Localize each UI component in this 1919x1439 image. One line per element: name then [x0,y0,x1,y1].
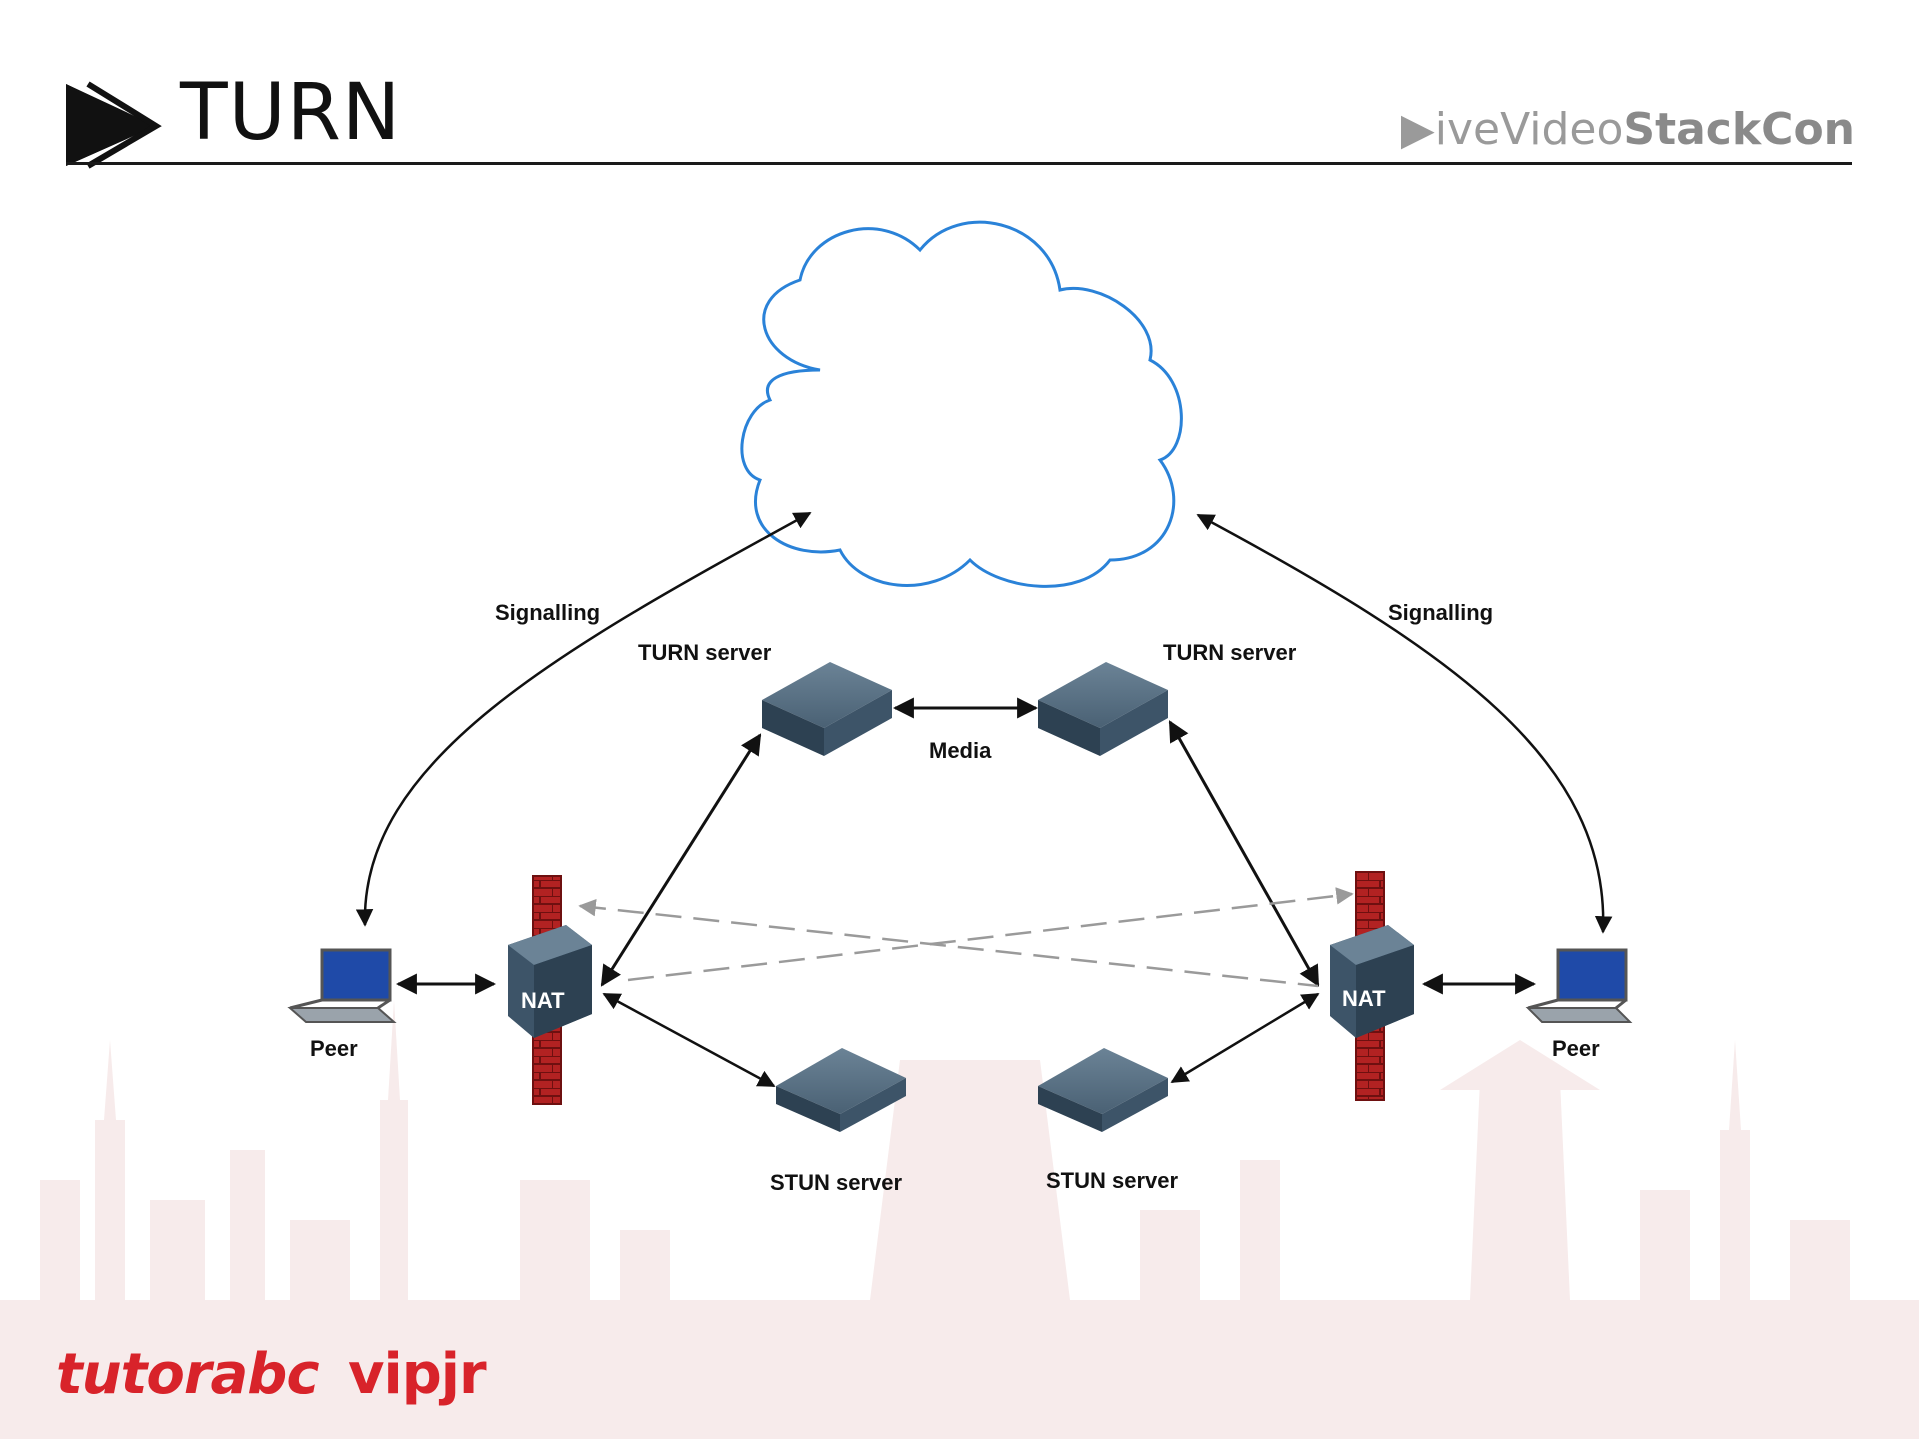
stun-server-right-icon [1038,1048,1168,1132]
peer-right-laptop-icon [1525,948,1633,1023]
peer-right-label: Peer [1552,1036,1600,1061]
nat-right-device: NAT [1330,925,1414,1038]
brand-prefix: iveVideo [1434,104,1624,155]
signalling-left-label: Signalling [495,600,600,625]
peer-left-label: Peer [310,1036,358,1061]
media-label: Media [929,738,992,763]
dashed-arrow-2 [627,887,1354,982]
nat-right-stun-arrow [1170,992,1320,1084]
tutorabc-logo: tutorabc [56,1342,320,1407]
vipjr-logo: vipjr [348,1342,487,1407]
title-arrow-icon [66,81,162,169]
nat-left-label: NAT [521,988,565,1013]
turn-server-left-icon [762,662,892,756]
nat-right-label: NAT [1342,986,1386,1011]
cloud-icon [740,220,1183,588]
brand-play-icon: ▶ [1400,104,1435,155]
turn-left-label: TURN server [638,640,772,665]
turn-right-label: TURN server [1163,640,1297,665]
signalling-left-arrow [355,511,812,927]
brand-logo: ▶iveVideoStackCon [1401,104,1855,155]
nat-left-stun-arrow [602,992,776,1088]
stun-server-left-icon [776,1048,906,1132]
slide-title: TURN [180,68,402,158]
signalling-right-arrow [1196,513,1613,934]
nat-left-turn-arrow [600,733,762,987]
signalling-right-label: Signalling [1388,600,1493,625]
peer-left-laptop-icon [287,948,397,1023]
dashed-arrow-1 [578,898,1319,988]
nat-left-device: NAT [508,925,592,1038]
stun-left-label: STUN server [770,1170,903,1195]
header-rule [66,162,1852,165]
turn-server-right-icon [1038,662,1168,756]
stun-right-label: STUN server [1046,1168,1179,1193]
brand-strong: StackCon [1623,104,1855,155]
nat-right-turn-arrow [1168,720,1320,987]
